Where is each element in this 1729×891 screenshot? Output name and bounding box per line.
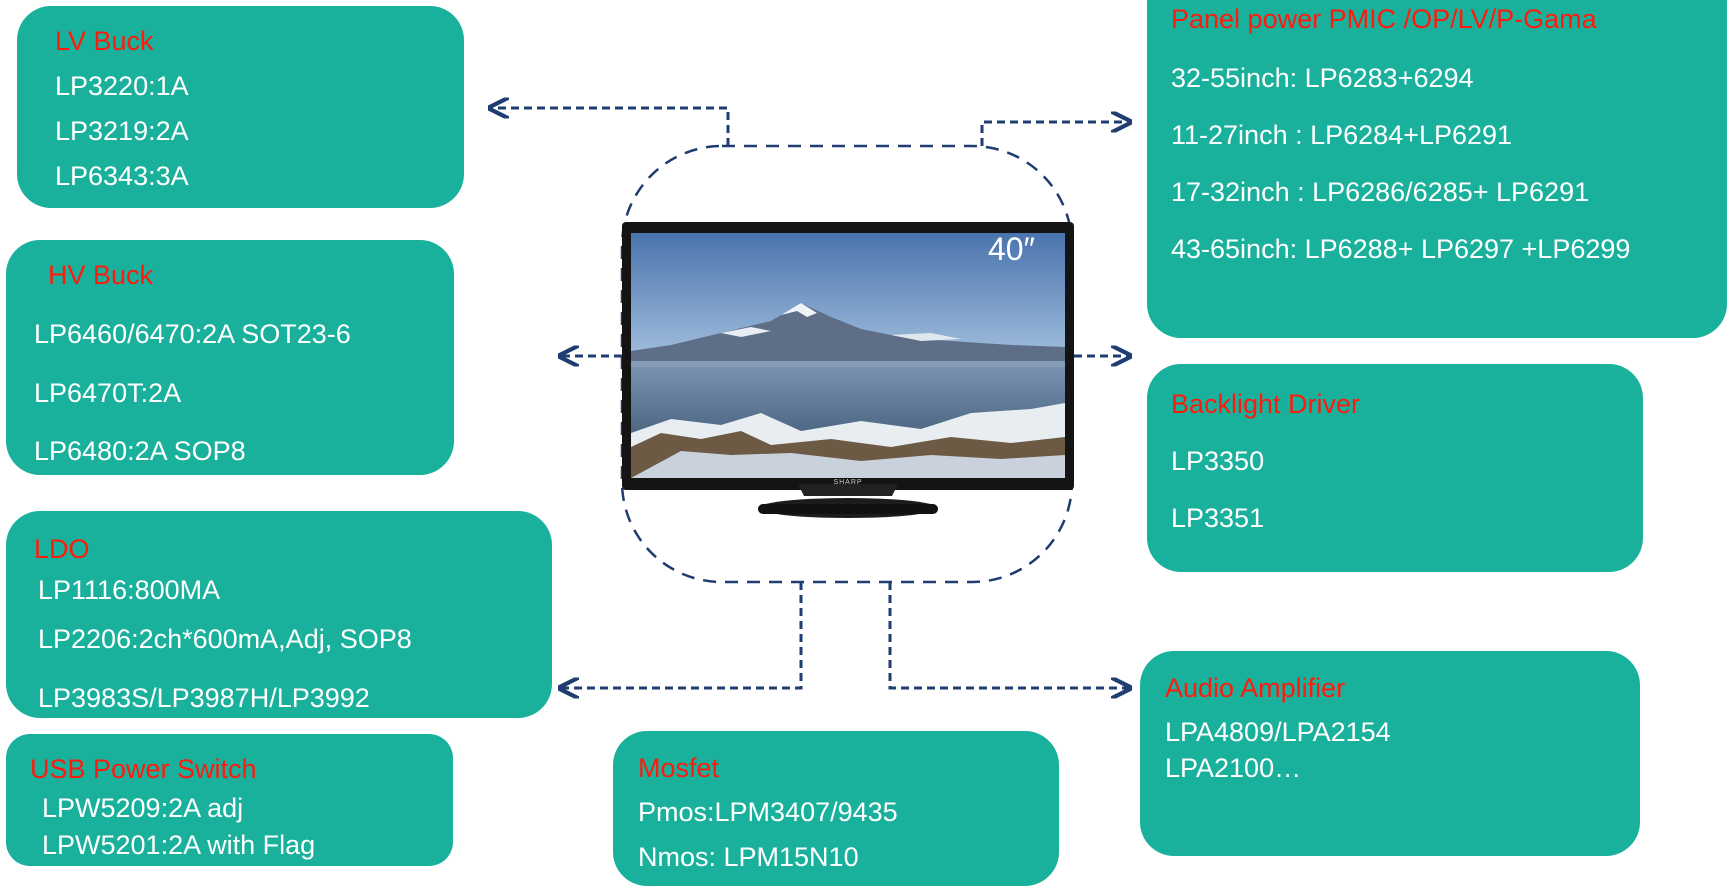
panel-power-item: 32-55inch: LP6283+6294: [1171, 63, 1474, 93]
audio-amplifier-item: LPA4809/LPA2154: [1165, 717, 1391, 747]
panel-power-item: 11-27inch : LP6284+LP6291: [1171, 120, 1513, 150]
tv-brand-label: SHARP: [833, 479, 863, 486]
audio-amplifier-item: LPA2100…: [1165, 753, 1302, 783]
lv-buck-item: LP3219:2A: [55, 116, 189, 146]
backlight-driver-item: LP3351: [1171, 503, 1265, 533]
lv-buck-item: LP6343:3A: [55, 161, 189, 191]
tv-stand: [758, 484, 938, 518]
usb-power-switch-item: LPW5209:2A adj: [42, 793, 244, 823]
ldo-box: LDO LP1116:800MA LP2206:2ch*600mA,Adj, S…: [6, 511, 552, 718]
hv-buck-item: LP6460/6470:2A SOT23-6: [34, 319, 351, 349]
ldo-item: LP3983S/LP3987H/LP3992: [38, 683, 370, 713]
connector-ldo: [562, 582, 803, 688]
mosfet-box: Mosfet Pmos:LPM3407/9435 Nmos: LPM15N10: [613, 731, 1059, 886]
connector-lv-buck: [492, 108, 730, 146]
ldo-item: LP1116:800MA: [38, 575, 221, 605]
tv-size-label: 40″: [988, 231, 1035, 267]
tv-screen: [631, 233, 1065, 478]
hv-buck-box: HV Buck LP6460/6470:2A SOT23-6 LP6470T:2…: [6, 240, 454, 475]
mosfet-title: Mosfet: [638, 753, 720, 783]
usb-power-switch-item: LPW5201:2A with Flag: [42, 830, 316, 860]
panel-power-item: 43-65inch: LP6288+ LP6297 +LP6299: [1171, 234, 1631, 264]
hv-buck-item: LP6470T:2A: [34, 378, 182, 408]
hv-buck-item: LP6480:2A SOP8: [34, 436, 246, 466]
connector-audio: [888, 582, 1128, 688]
ldo-item: LP2206:2ch*600mA,Adj, SOP8: [38, 624, 412, 654]
mosfet-item: Pmos:LPM3407/9435: [638, 797, 898, 827]
usb-power-switch-box: USB Power Switch LPW5209:2A adj LPW5201:…: [6, 734, 453, 866]
hv-buck-title: HV Buck: [48, 260, 154, 290]
mosfet-item: Nmos: LPM15N10: [638, 842, 859, 872]
usb-power-switch-title: USB Power Switch: [30, 754, 257, 784]
audio-amplifier-title: Audio Amplifier: [1165, 673, 1346, 703]
panel-power-box: Panel power PMIC /OP/LV/P-Gama 32-55inch…: [1147, 0, 1727, 338]
panel-power-title: Panel power PMIC /OP/LV/P-Gama: [1171, 4, 1597, 34]
lv-buck-item: LP3220:1A: [55, 71, 189, 101]
connector-panel-power: [980, 122, 1128, 146]
backlight-driver-box: Backlight Driver LP3350 LP3351: [1147, 364, 1643, 572]
backlight-driver-title: Backlight Driver: [1171, 389, 1361, 419]
backlight-driver-item: LP3350: [1171, 446, 1265, 476]
tv-bezel: [622, 222, 1074, 490]
tv-illustration: SHARP: [622, 222, 1074, 524]
ldo-title: LDO: [34, 534, 90, 564]
landscape-image: [631, 233, 1065, 478]
audio-amplifier-box: Audio Amplifier LPA4809/LPA2154 LPA2100…: [1140, 651, 1640, 856]
panel-power-item: 17-32inch : LP6286/6285+ LP6291: [1171, 177, 1590, 207]
lv-buck-box: LV Buck LP3220:1A LP3219:2A LP6343:3A: [17, 6, 464, 208]
lv-buck-title: LV Buck: [55, 26, 154, 56]
